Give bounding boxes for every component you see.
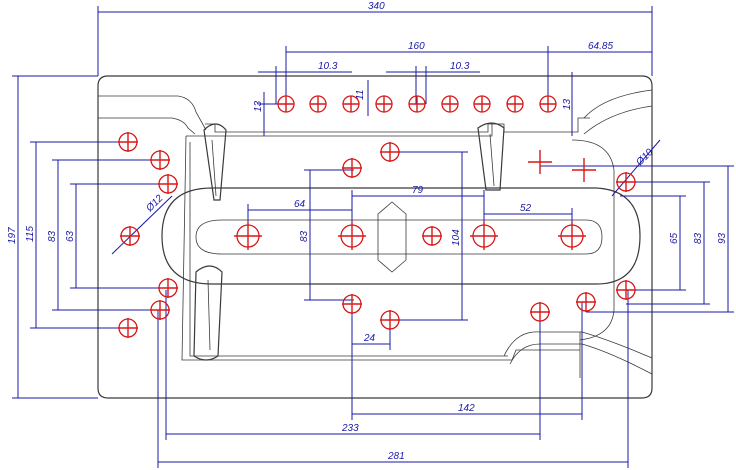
dim-83-center: 83 [299, 230, 310, 242]
dim-142: 142 [458, 403, 475, 414]
dim-13-left: 13 [253, 100, 264, 112]
dimension-labels: 340 160 64.85 10.3 10.3 11 13 13 197 115… [7, 1, 728, 462]
dim-79: 79 [412, 185, 424, 196]
dim-93: 93 [717, 232, 728, 244]
dim-11: 11 [355, 90, 366, 100]
dim-10-3-left: 10.3 [318, 61, 338, 72]
dimension-lines [12, 6, 734, 468]
dim-13-right: 13 [562, 98, 573, 110]
top-hole-row [277, 95, 557, 113]
dim-197: 197 [7, 227, 18, 244]
center-mark [528, 150, 552, 174]
dim-281: 281 [387, 451, 405, 462]
dim-52: 52 [520, 203, 532, 214]
dim-64: 64 [294, 199, 306, 210]
left-holes [118, 132, 178, 338]
dim-83-right: 83 [693, 232, 704, 244]
center-mark [572, 158, 596, 182]
pocket-outline [161, 117, 641, 361]
dim-83-left: 83 [47, 230, 58, 242]
dim-65: 65 [669, 232, 680, 244]
dim-104: 104 [451, 229, 462, 246]
right-holes [528, 150, 636, 322]
dim-24: 24 [363, 333, 376, 344]
dim-63-left: 63 [65, 230, 76, 242]
dim-160: 160 [408, 41, 425, 52]
dim-233: 233 [341, 423, 359, 434]
dim-340: 340 [368, 1, 385, 12]
dim-10-3-right: 10.3 [450, 61, 470, 72]
dim-64-85: 64.85 [588, 41, 613, 52]
dim-dia-12: Ø12 [144, 193, 166, 215]
center-holes [234, 142, 586, 330]
dim-115: 115 [25, 226, 36, 242]
